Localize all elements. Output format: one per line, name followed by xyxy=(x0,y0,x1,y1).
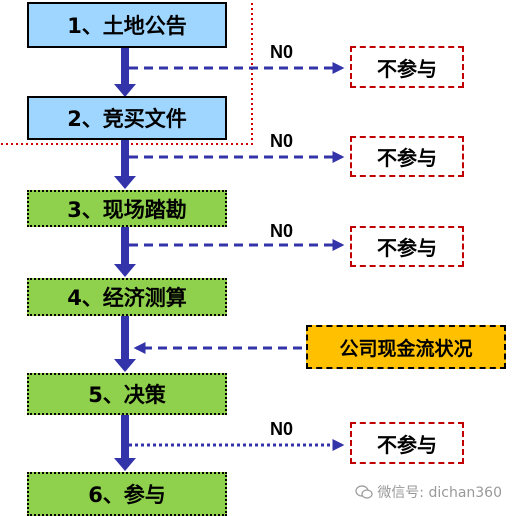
not-participate-box-2: 不参与 xyxy=(350,136,464,177)
arrowhead-5-6 xyxy=(114,458,136,471)
watermark-text: 微信号: dichan360 xyxy=(377,485,502,501)
no-label-3: N0 xyxy=(270,221,294,241)
not-participate-box-1: 不参与 xyxy=(350,46,464,88)
step-box-3: 3、现场踏勘 xyxy=(27,190,227,227)
wechat-icon xyxy=(355,485,373,499)
step-box-1: 1、土地公告 xyxy=(27,2,227,48)
no-label-5: N0 xyxy=(270,419,294,439)
not-participate-box-5: 不参与 xyxy=(350,422,464,464)
arrowhead-3-4 xyxy=(114,264,136,277)
arrowhead-4-5 xyxy=(114,359,136,372)
not-participate-box-3: 不参与 xyxy=(350,226,464,267)
step-box-6: 6、参与 xyxy=(27,472,227,516)
main-arrowheads xyxy=(114,84,136,471)
step-box-2: 2、竞买文件 xyxy=(27,96,227,140)
watermark: 微信号: dichan360 xyxy=(355,482,502,502)
no-label-2: N0 xyxy=(270,131,294,151)
cashflow-box: 公司现金流状况 xyxy=(306,325,506,369)
no-label-1: N0 xyxy=(270,42,294,62)
step-box-4: 4、经济测算 xyxy=(27,278,227,316)
arrowhead-2-3 xyxy=(114,176,136,189)
arrowhead-1-2 xyxy=(114,84,136,97)
step-box-5: 5、决策 xyxy=(27,373,227,415)
